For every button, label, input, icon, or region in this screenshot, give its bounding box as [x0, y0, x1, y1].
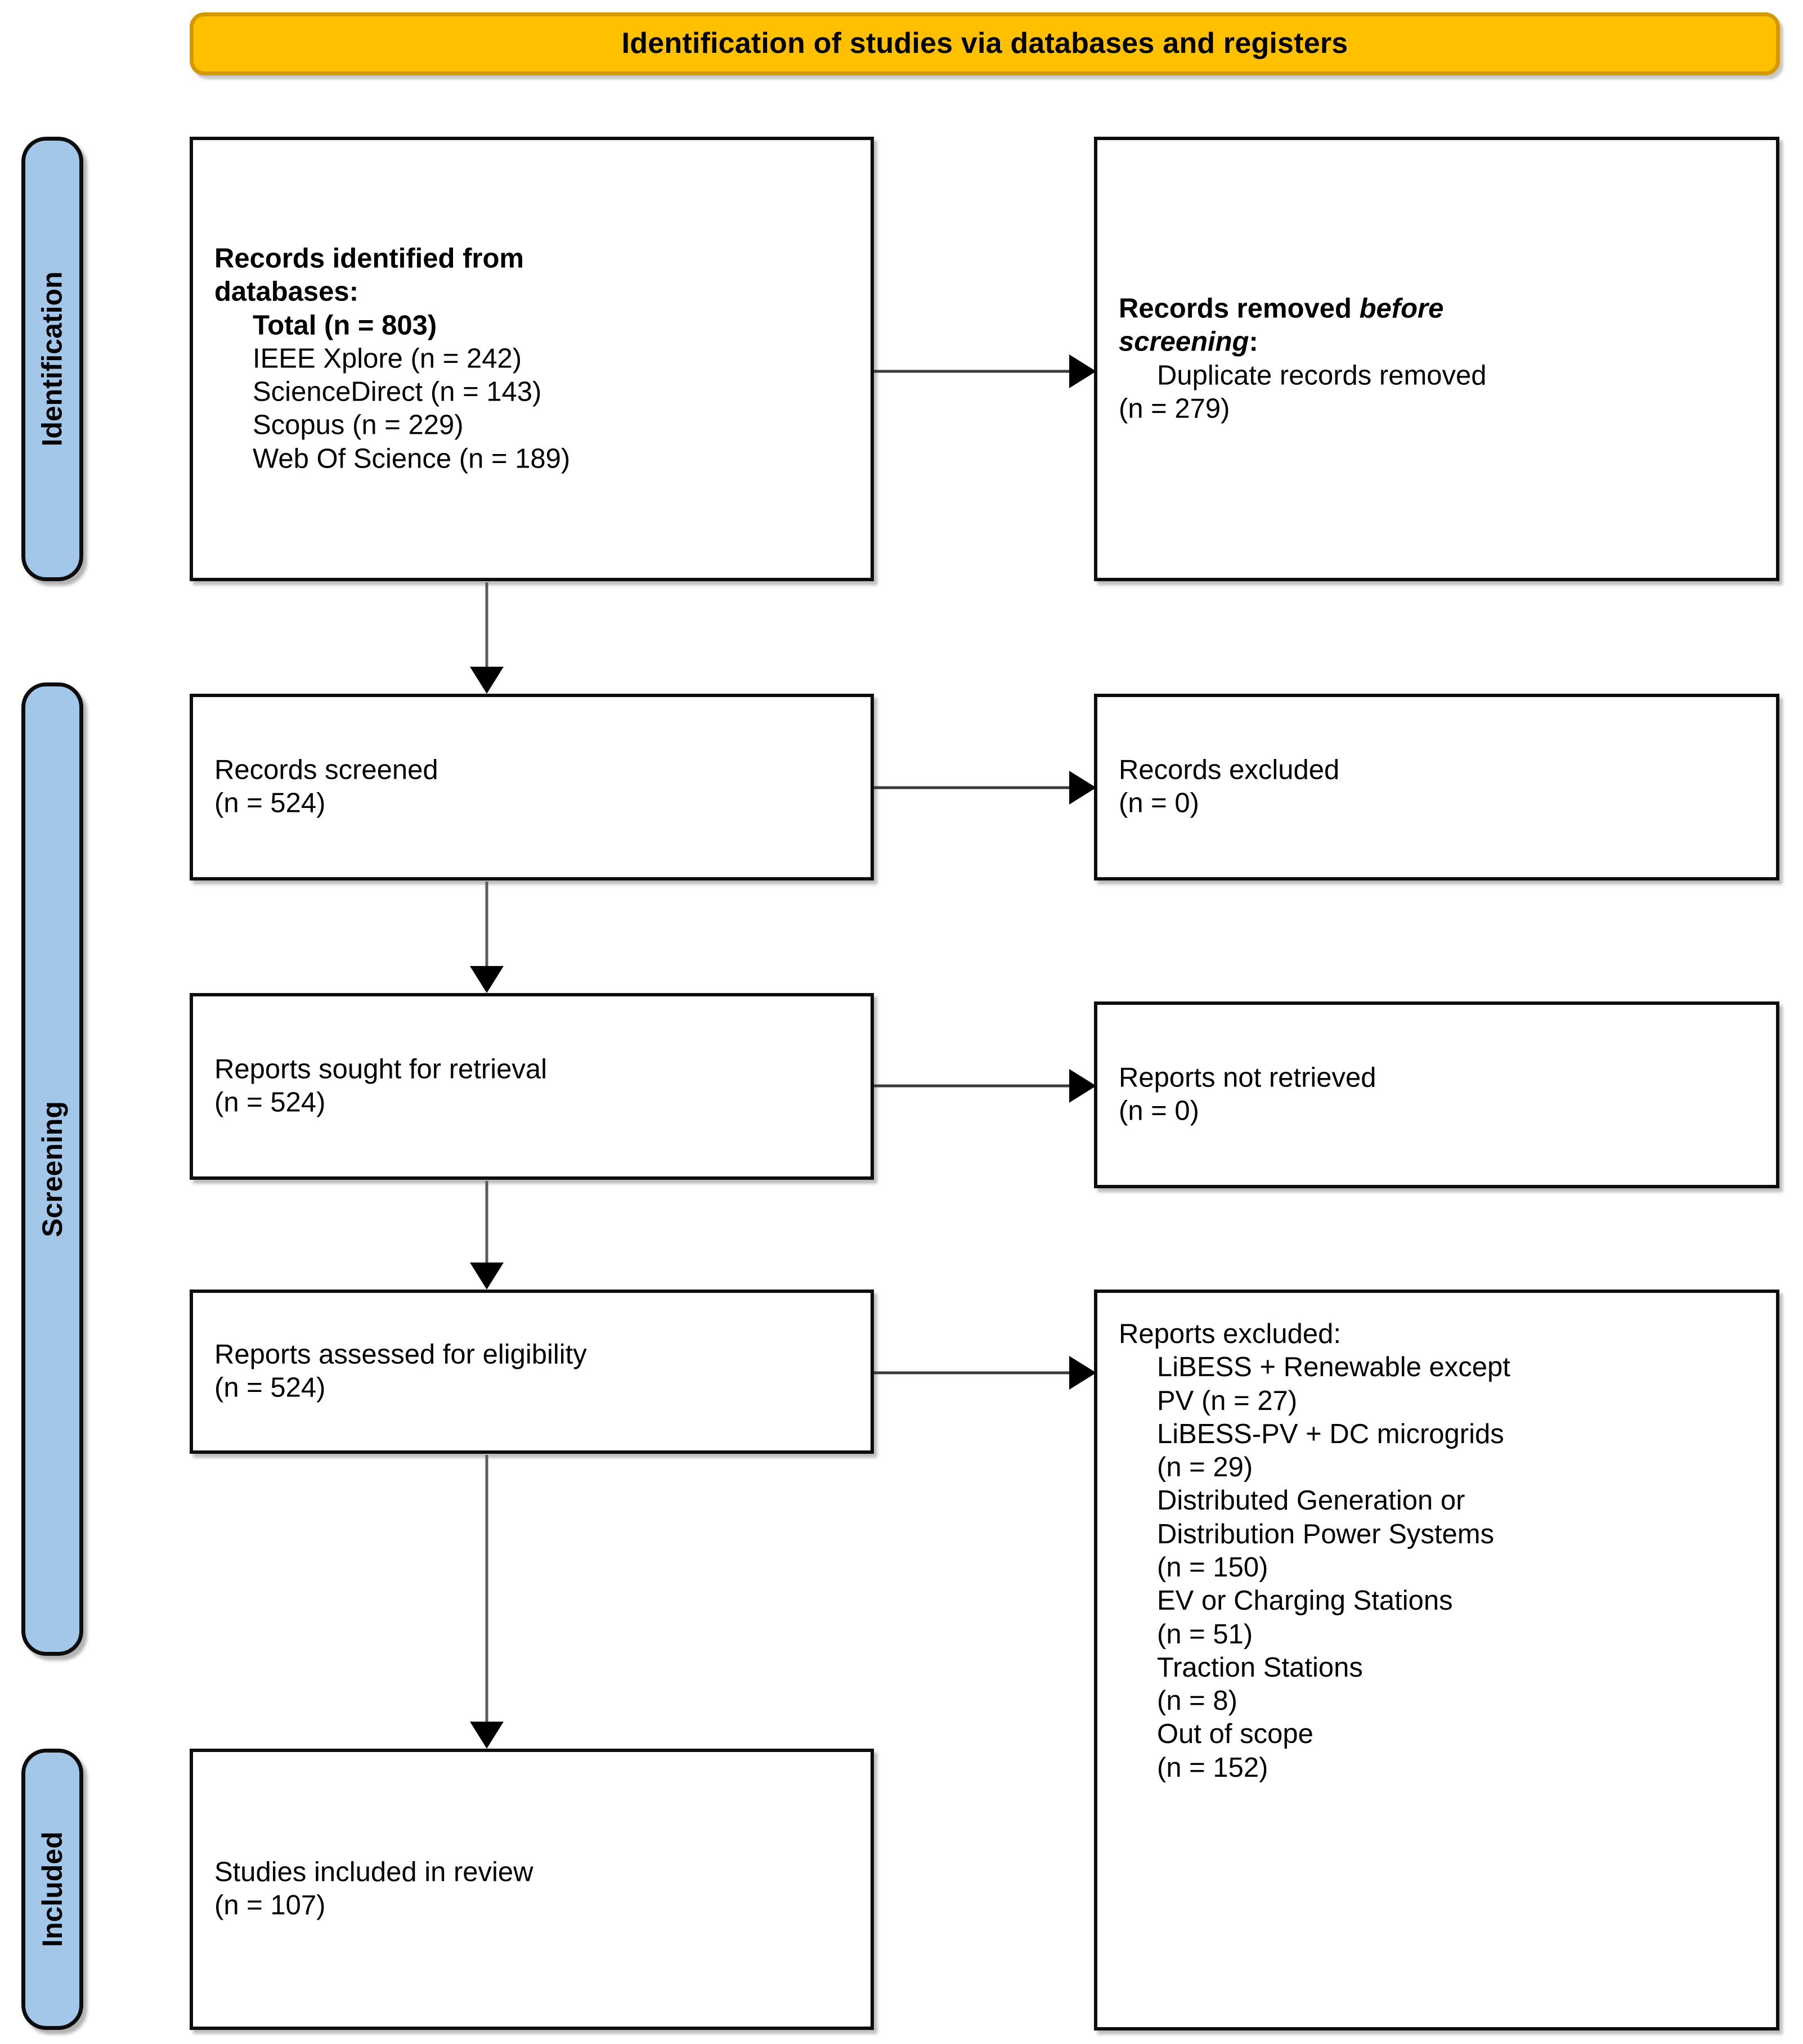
arrow-sought-to-assessed: [464, 1181, 509, 1290]
box-reports-excluded: Reports excluded: LiBESS + Renewable exc…: [1094, 1290, 1779, 2030]
reports-excluded-reason-1-line1: LiBESS-PV + DC microgrids: [1157, 1418, 1504, 1449]
arrow-screened-to-excluded: [874, 765, 1096, 810]
reports-sought-count: (n = 524): [214, 1088, 326, 1118]
box-reports-not-retrieved: Reports not retrieved (n = 0): [1094, 1001, 1779, 1188]
arrow-shaft: [485, 882, 488, 967]
box-records-excluded: Records excluded (n = 0): [1094, 694, 1779, 881]
reports-not-retrieved-label: Reports not retrieved: [1119, 1062, 1376, 1093]
arrow-assessed-to-reports-excluded: [874, 1350, 1096, 1395]
studies-included-label: Studies included in review: [214, 1857, 533, 1888]
records-identified-source-webofscience: Web Of Science (n = 189): [253, 443, 571, 474]
reports-excluded-reason-3-line2: (n = 51): [1157, 1619, 1253, 1650]
studies-included-count: (n = 107): [214, 1890, 326, 1921]
arrow-head-down-icon: [470, 1722, 504, 1749]
records-excluded-count: (n = 0): [1119, 788, 1199, 819]
stage-label-included-text: Included: [37, 1831, 69, 1947]
records-identified-source-sciencedirect: ScienceDirect (n = 143): [253, 376, 542, 407]
arrow-shaft: [485, 1455, 488, 1723]
arrow-sought-to-not-retrieved: [874, 1063, 1096, 1108]
reports-sought-label: Reports sought for retrieval: [214, 1054, 547, 1085]
arrow-assessed-to-included: [464, 1455, 509, 1749]
arrow-shaft: [485, 1181, 488, 1264]
reports-excluded-heading: Reports excluded:: [1119, 1319, 1341, 1349]
records-removed-heading-italic1: before: [1359, 293, 1444, 324]
arrow-shaft: [874, 370, 1070, 373]
arrow-identified-to-removed: [874, 349, 1096, 394]
arrow-head-down-icon: [470, 966, 504, 993]
reports-excluded-reason-0-line1: LiBESS + Renewable except: [1157, 1352, 1510, 1383]
arrow-head-right-icon: [1069, 354, 1096, 388]
reports-excluded-reason-4-line2: (n = 8): [1157, 1686, 1237, 1717]
reports-excluded-reason-4-line1: Traction Stations: [1157, 1652, 1363, 1683]
arrow-shaft: [874, 786, 1070, 789]
stage-label-included: Included: [21, 1749, 83, 2030]
records-identified-heading-line2: databases:: [214, 276, 359, 307]
box-reports-sought: Reports sought for retrieval (n = 524): [190, 993, 874, 1180]
records-screened-count: (n = 524): [214, 788, 326, 819]
arrow-head-down-icon: [470, 667, 504, 694]
stage-label-screening-text: Screening: [37, 1101, 68, 1237]
records-removed-heading-line1: Records removed before: [1119, 292, 1760, 325]
records-removed-heading-italic2: screening: [1119, 326, 1249, 357]
reports-assessed-label: Reports assessed for eligibility: [214, 1339, 587, 1370]
records-excluded-label: Records excluded: [1119, 754, 1340, 785]
records-removed-detail-line2: (n = 279): [1119, 393, 1230, 424]
reports-excluded-reason-5-line2: (n = 152): [1157, 1752, 1268, 1783]
reports-excluded-reason-2-line1: Distributed Generation or: [1157, 1485, 1465, 1516]
records-screened-label: Records screened: [214, 754, 438, 785]
records-removed-heading-line2: screening:: [1119, 326, 1760, 359]
records-removed-heading-suffix: :: [1249, 326, 1258, 357]
reports-excluded-reason-2-line2: Distribution Power Systems: [1157, 1519, 1495, 1549]
reports-excluded-reason-0-line2: PV (n = 27): [1157, 1385, 1298, 1416]
arrow-shaft: [485, 582, 488, 668]
stage-label-screening: Screening: [21, 682, 83, 1656]
arrow-head-down-icon: [470, 1263, 504, 1290]
box-studies-included: Studies included in review (n = 107): [190, 1749, 874, 2030]
records-identified-total: Total (n = 803): [253, 310, 437, 341]
reports-excluded-reason-1-line2: (n = 29): [1157, 1452, 1253, 1483]
arrow-shaft: [874, 1084, 1070, 1088]
stage-label-identification-text: Identification: [37, 271, 69, 447]
arrow-head-right-icon: [1069, 771, 1096, 805]
records-identified-source-scopus: Scopus (n = 229): [253, 410, 464, 441]
diagram-banner: Identification of studies via databases …: [190, 12, 1780, 75]
records-removed-heading-prefix: Records removed: [1119, 293, 1360, 324]
reports-assessed-count: (n = 524): [214, 1373, 326, 1403]
reports-not-retrieved-count: (n = 0): [1119, 1096, 1199, 1126]
banner-title: Identification of studies via databases …: [621, 27, 1348, 60]
box-reports-assessed: Reports assessed for eligibility (n = 52…: [190, 1290, 874, 1454]
stage-label-identification: Identification: [21, 137, 83, 581]
reports-excluded-reason-5-line1: Out of scope: [1157, 1719, 1313, 1750]
reports-excluded-reason-3-line1: EV or Charging Stations: [1157, 1585, 1453, 1616]
box-records-removed: Records removed before screening: Duplic…: [1094, 137, 1779, 581]
arrow-shaft: [874, 1371, 1070, 1374]
records-removed-detail-line1: Duplicate records removed: [1157, 360, 1487, 390]
arrow-screened-to-sought: [464, 882, 509, 993]
arrow-head-right-icon: [1069, 1356, 1096, 1390]
arrow-head-right-icon: [1069, 1069, 1096, 1103]
arrow-identified-to-screened: [464, 582, 509, 694]
records-identified-source-ieee: IEEE Xplore (n = 242): [253, 343, 522, 374]
reports-excluded-reason-2-line3: (n = 150): [1157, 1552, 1268, 1583]
box-records-screened: Records screened (n = 524): [190, 694, 874, 881]
box-records-identified: Records identified from databases: Total…: [190, 137, 874, 581]
records-identified-heading-line1: Records identified from: [214, 243, 524, 274]
